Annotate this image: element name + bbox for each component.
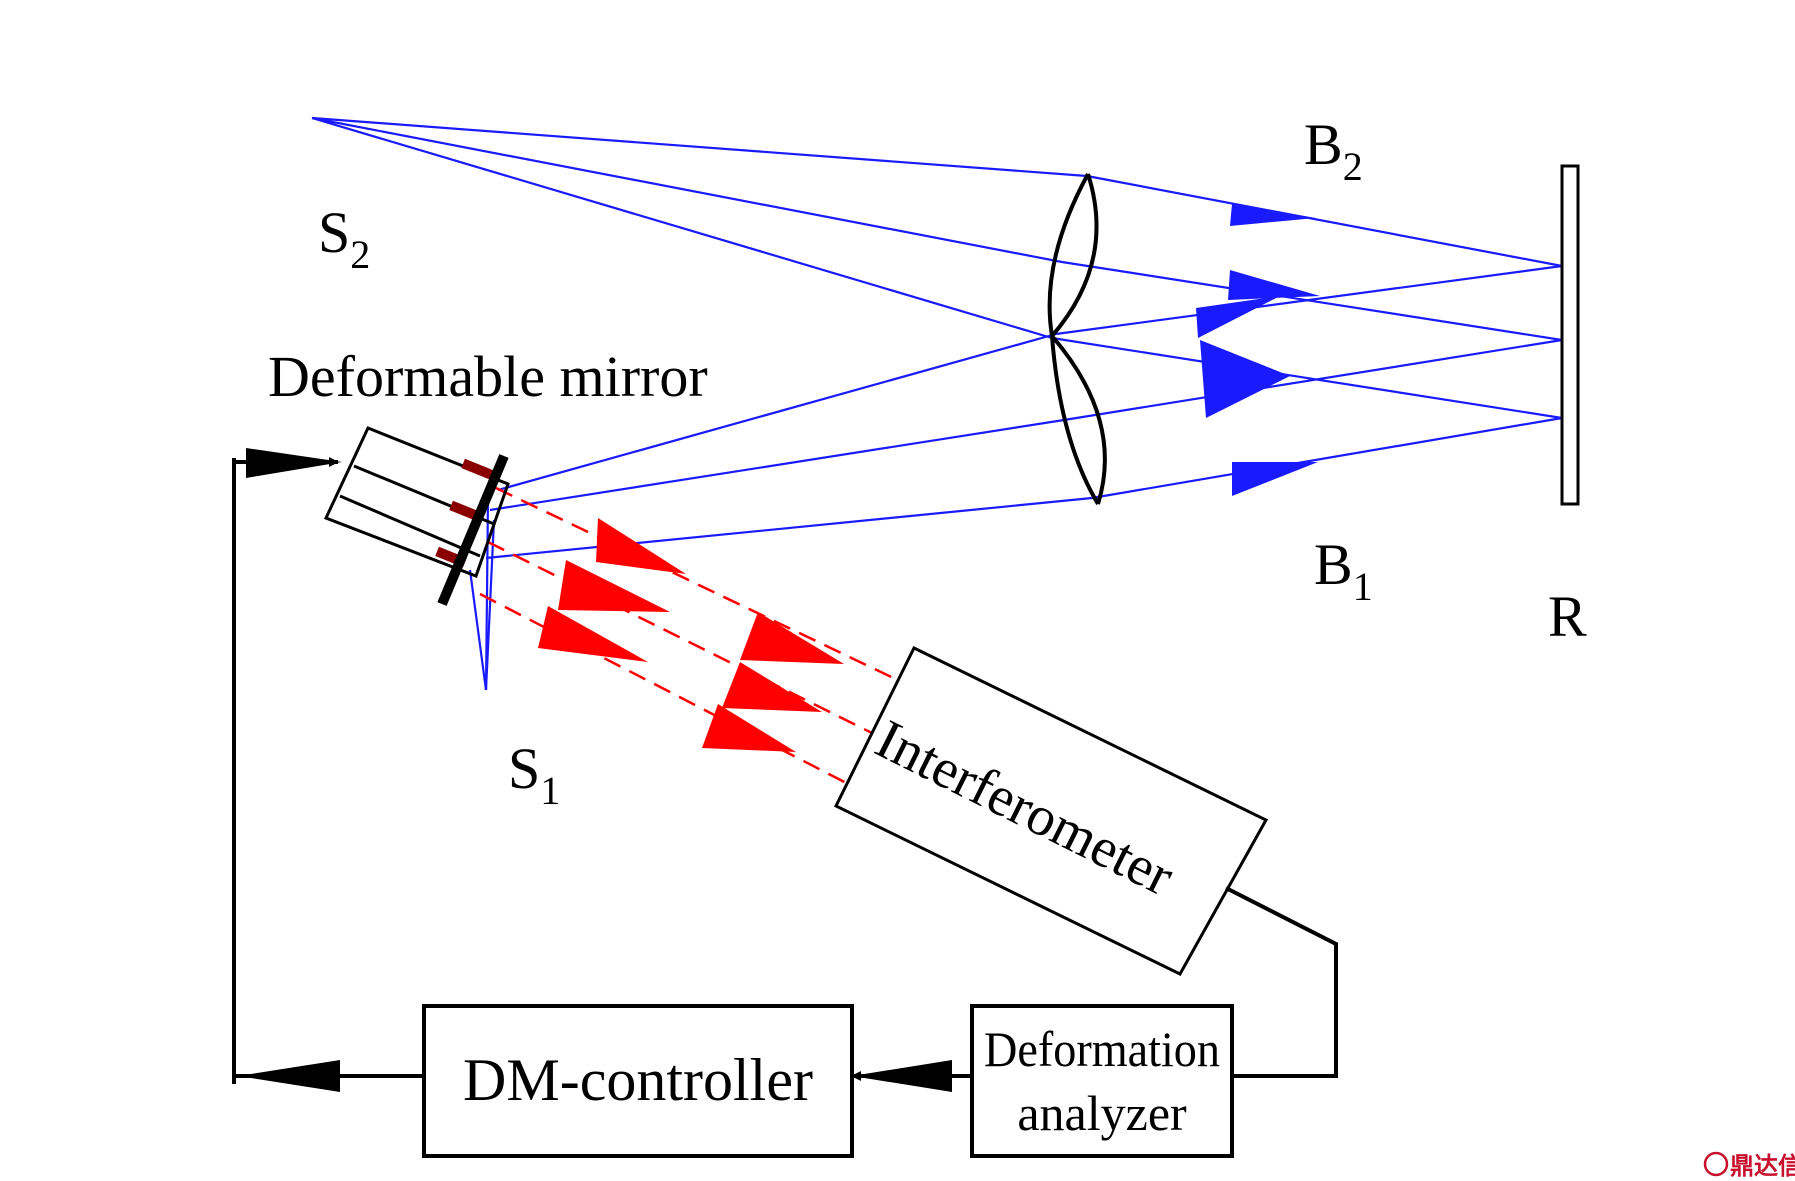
deformable-mirror (323, 426, 510, 606)
s1-rays (468, 264, 1563, 691)
s2-rays (311, 116, 1563, 420)
deformation-analyzer-label-line1: Deformation (984, 1021, 1220, 1077)
b1-label-base: B (1314, 532, 1353, 597)
dm-controller-label: DM-controller (463, 1047, 813, 1113)
doublet-lens (1047, 173, 1107, 506)
s1-label-base: S (508, 736, 540, 801)
interferometer-box (833, 645, 1269, 976)
deformable-mirror-label: Deformable mirror (268, 344, 708, 409)
probe-beam-arrows (538, 518, 844, 752)
loop-arrowheads (238, 448, 952, 1092)
b1-label: B1 (1314, 532, 1373, 609)
b1-label-sub: 1 (1353, 564, 1373, 609)
deformation-analyzer-label-line2: analyzer (1017, 1085, 1187, 1141)
s1-label: S1 (508, 736, 560, 813)
b2-label-sub: 2 (1343, 144, 1363, 189)
watermark-text: 鼎达信 (1730, 1152, 1795, 1180)
reference-mirror (1560, 164, 1580, 506)
deformation-analyzer-box (970, 1004, 1234, 1158)
b2-label: B2 (1304, 112, 1363, 189)
s2-label: S2 (318, 200, 370, 277)
r-label: R (1548, 584, 1587, 649)
watermark-logo: 鼎达信 (1703, 1151, 1795, 1180)
dm-controller-box (422, 1004, 854, 1158)
feedback-loop (232, 457, 1338, 1084)
s2-label-base: S (318, 200, 350, 265)
b2-label-base: B (1304, 112, 1343, 177)
blue-beam-arrows (1196, 204, 1320, 496)
s1-label-sub: 1 (540, 768, 560, 813)
s2-label-sub: 2 (350, 232, 370, 277)
probe-beam (479, 486, 907, 788)
